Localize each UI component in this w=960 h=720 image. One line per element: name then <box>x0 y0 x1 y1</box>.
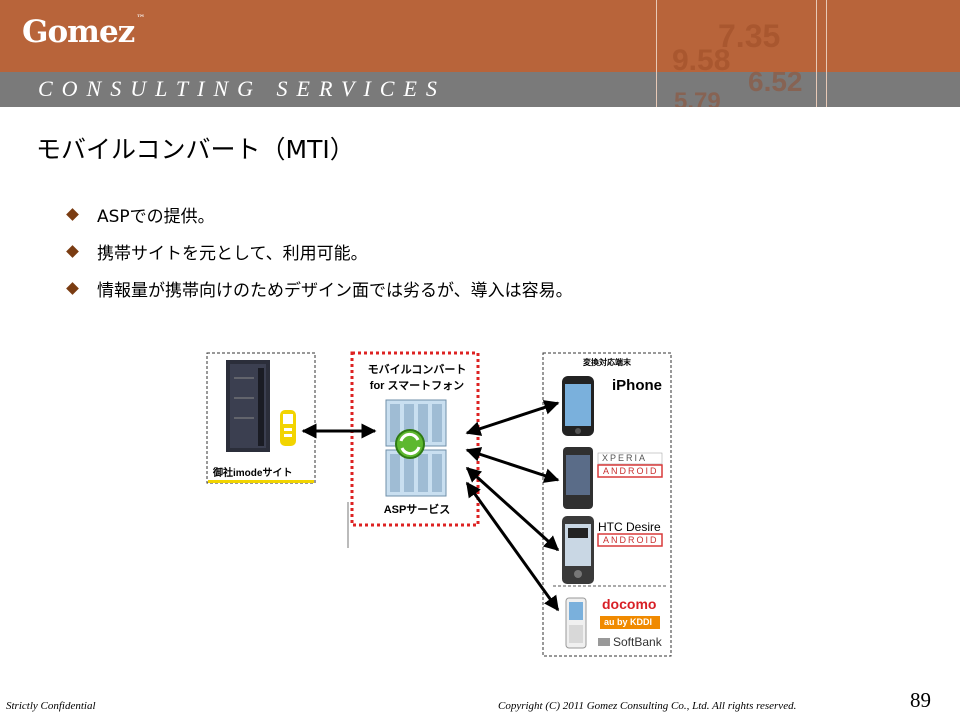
diamond-bullet-icon <box>66 245 79 258</box>
connection-arrow <box>465 400 560 436</box>
yellow-underline <box>208 480 314 483</box>
sync-icon <box>395 429 425 459</box>
iphone-icon <box>562 376 594 436</box>
htc-desire-label: HTC Desire <box>598 520 661 534</box>
header-divider <box>656 0 657 107</box>
android-logo <box>597 464 663 478</box>
bullet-item: ASPでの提供。 <box>64 196 573 233</box>
au-logo <box>600 616 660 629</box>
bullet-text: 携帯サイトを元として、利用可能。 <box>97 244 368 264</box>
diagram-svg <box>206 351 672 657</box>
logo-tm: ™ <box>136 14 145 24</box>
deco-number: 9.58 <box>672 44 731 77</box>
android-label: ANDROID <box>603 535 659 545</box>
diamond-bullet-icon <box>66 282 79 295</box>
xperia-label: XPERIA <box>602 453 648 463</box>
htc-phone-icon <box>562 516 594 584</box>
connection-arrow <box>465 481 560 612</box>
subheader-band <box>0 72 960 107</box>
asp-service-label: ASPサービス <box>383 504 451 516</box>
deco-number: 6.52 <box>748 66 803 97</box>
consulting-services-text: CONSULTING SERVICES <box>38 76 446 101</box>
header-divider <box>816 0 817 107</box>
logo-text: Gomez <box>22 14 135 50</box>
softbank-logo-mark <box>598 638 610 646</box>
header-divider <box>826 0 827 107</box>
for-smartphone-title: for スマートフォン <box>369 380 465 392</box>
android-label: ANDROID <box>603 466 659 476</box>
page-title: モバイルコンバート（MTI） <box>36 135 355 164</box>
bullet-list: ASPでの提供。 携帯サイトを元として、利用可能。 情報量が携帯向けのためデザイ… <box>64 196 573 307</box>
bullet-text: ASPでの提供。 <box>97 207 215 227</box>
android-logo <box>597 533 663 547</box>
imode-site-label: 御社imodeサイト <box>213 468 293 479</box>
architecture-diagram: 御社imodeサイト モバイルコンバート for スマートフォン ASPサービス… <box>200 348 680 660</box>
bullet-text: 情報量が携帯向けのためデザイン面では劣るが、導入は容易。 <box>97 281 573 301</box>
mobile-icon <box>280 410 296 446</box>
docomo-label: docomo <box>602 596 657 612</box>
mobile-convert-title: モバイルコンバート <box>367 364 467 376</box>
xperia-phone-icon <box>563 447 593 509</box>
page-number: 89 <box>910 688 931 712</box>
deco-number: 7.35 <box>718 18 781 54</box>
deco-number: 5.79 <box>674 88 721 107</box>
bullet-item: 携帯サイトを元として、利用可能。 <box>64 233 573 270</box>
iphone-label: iPhone <box>612 377 663 394</box>
feature-phone-icon <box>565 597 587 649</box>
au-label: au by KDDI <box>604 617 653 627</box>
footer-copyright: Copyright (C) 2011 Gomez Consulting Co.,… <box>498 700 797 712</box>
supported-devices-header: 変換対応端末 <box>583 358 631 367</box>
diamond-bullet-icon <box>66 208 79 221</box>
server-rack-icon <box>226 360 270 452</box>
bullet-item: 情報量が携帯向けのためデザイン面では劣るが、導入は容易。 <box>64 270 573 307</box>
xperia-logo <box>597 452 663 465</box>
footer-confidential: Strictly Confidential <box>6 700 96 712</box>
softbank-label: SoftBank <box>613 635 662 649</box>
header-band <box>0 0 960 72</box>
